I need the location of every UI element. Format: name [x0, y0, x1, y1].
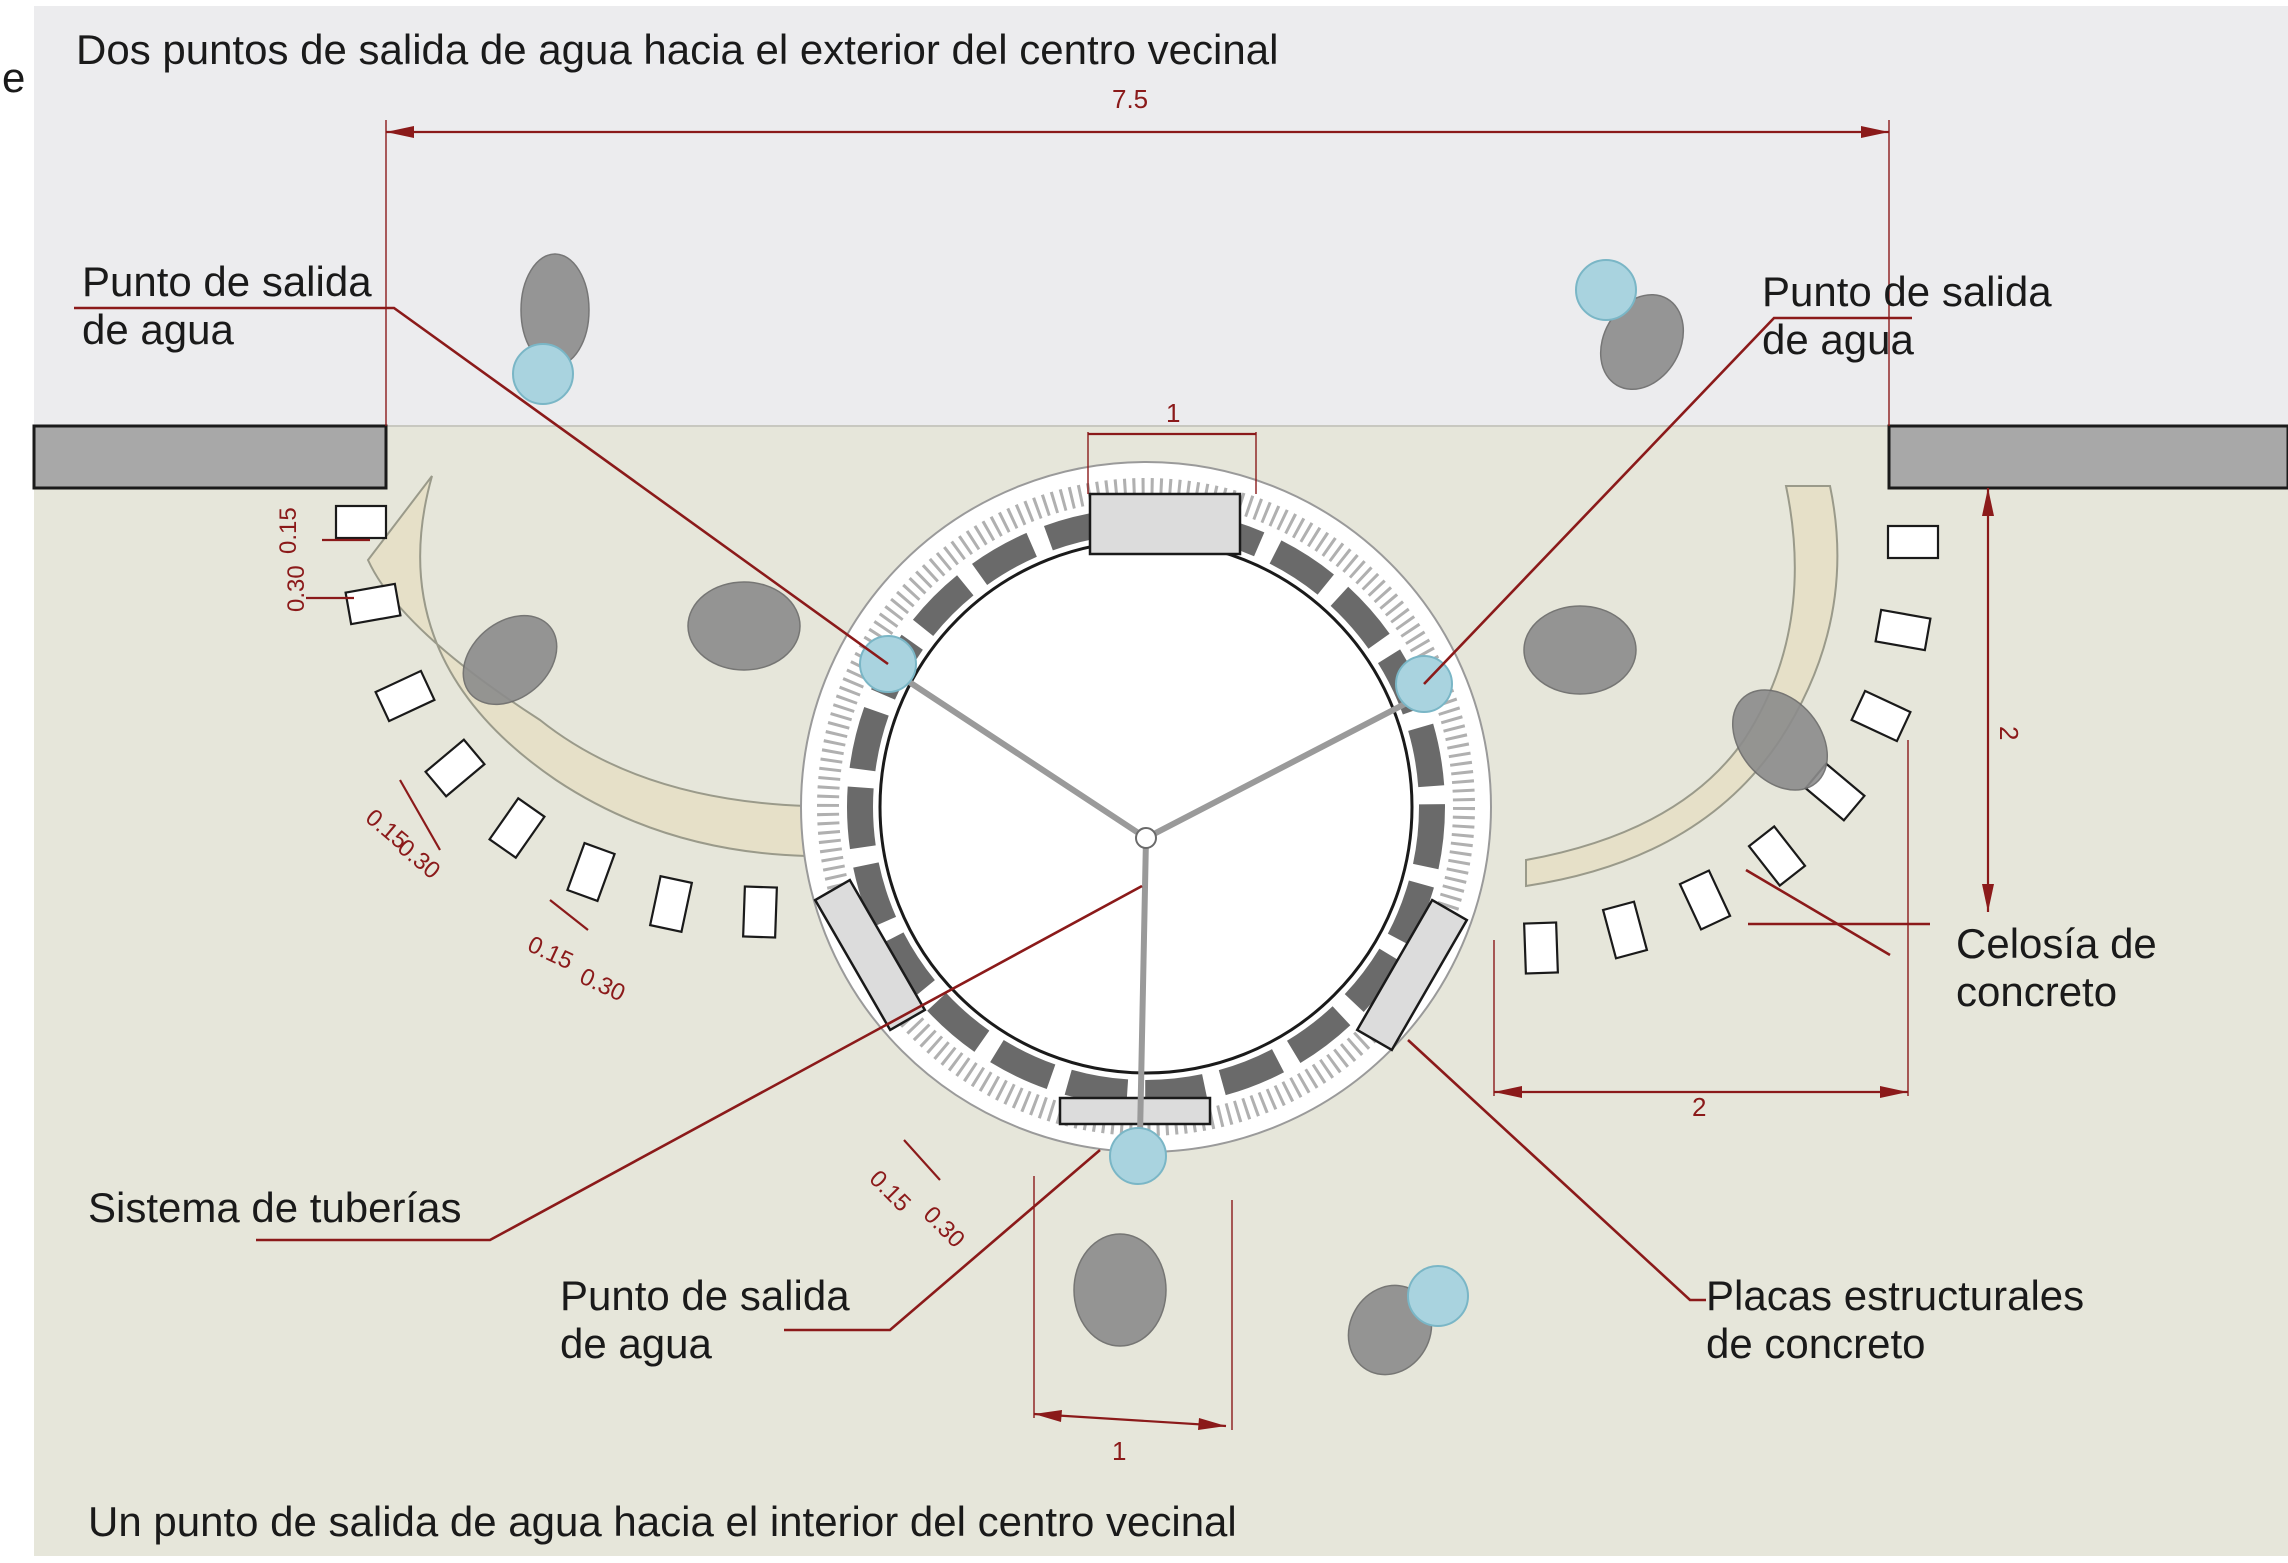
lattice-block — [1850, 689, 1912, 743]
lattice-block — [488, 796, 546, 860]
lattice-block — [1886, 524, 1940, 560]
water-drop — [1575, 259, 1637, 321]
structural-plate — [1088, 492, 1242, 556]
dim-plate-top: 1 — [1166, 398, 1180, 428]
lattice-block — [374, 669, 436, 723]
lattice-block — [424, 738, 486, 798]
lattice-label-2: concreto — [1956, 968, 2117, 1015]
dim-plate-bottom: 1 — [1112, 1436, 1126, 1466]
dim-right-bench-width: 2 — [1692, 1092, 1706, 1122]
structural-plate — [813, 878, 927, 1032]
lattice-block — [334, 504, 388, 540]
outlet-bottom-label-2: de agua — [560, 1320, 712, 1367]
plates-label-1: Placas estructurales — [1706, 1272, 2084, 1319]
structural-plate — [1058, 1096, 1212, 1126]
lattice-block — [1747, 824, 1807, 888]
pipe-system-label: Sistema de tuberías — [88, 1184, 462, 1231]
walkway-ring — [817, 478, 1475, 1136]
person — [687, 581, 801, 671]
dim-total-width: 7.5 — [1112, 84, 1148, 114]
structural-plate — [1355, 898, 1469, 1052]
lattice-block — [566, 841, 616, 903]
dim-left-block: 0.15 — [275, 507, 302, 554]
inner-ring — [878, 539, 1414, 1075]
lattice-label-1: Celosía de — [1956, 920, 2157, 967]
person — [462, 614, 558, 706]
lattice-block — [1601, 900, 1649, 960]
central-tank — [800, 461, 1492, 1185]
person — [1073, 1233, 1167, 1347]
lattice-blocks-left — [334, 504, 779, 939]
outlet-left-label-1: Punto de salida — [82, 258, 372, 305]
pipe-junction — [1135, 827, 1157, 849]
person — [1731, 689, 1829, 791]
dimensions — [306, 120, 1994, 1430]
plates-label-2: de concreto — [1706, 1320, 1925, 1367]
outlet-right-label-2: de agua — [1762, 316, 1914, 363]
bench-right — [1525, 485, 1839, 888]
wall-left — [32, 424, 388, 490]
outlet-right-label-1: Punto de salida — [1762, 268, 2052, 315]
edge-fragment: e — [2, 54, 25, 101]
leaders — [74, 306, 1930, 1332]
wall-right — [1887, 424, 2288, 490]
person — [1599, 293, 1685, 391]
lattice-block — [1522, 921, 1560, 975]
lattice-block — [648, 874, 694, 934]
lattice-block — [741, 885, 779, 939]
bottom-caption: Un punto de salida de agua hacia el inte… — [88, 1498, 1237, 1545]
people — [462, 253, 1829, 1376]
water-drop — [512, 343, 574, 405]
person — [1523, 605, 1637, 695]
lattice-block — [1874, 608, 1932, 652]
dim-left-gap: 0.30 — [283, 565, 310, 612]
lattice-block — [1678, 869, 1732, 931]
outlet-left-label-2: de agua — [82, 306, 234, 353]
water-drop — [1407, 1265, 1469, 1327]
dim-right-bench-height: 2 — [1994, 726, 2024, 740]
outlet-bottom-label-1: Punto de salida — [560, 1272, 850, 1319]
top-caption: Dos puntos de salida de agua hacia el ex… — [76, 26, 1278, 73]
lattice-block — [344, 582, 402, 626]
outlet-node — [1109, 1127, 1167, 1185]
exterior-zone — [34, 6, 2288, 426]
